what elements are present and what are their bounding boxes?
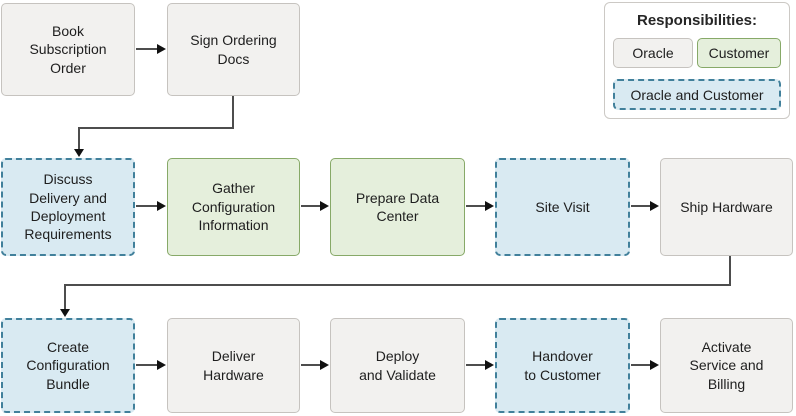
node-gather-configuration-information: Gather Configuration Information [167,158,300,256]
arrow-shaft [136,48,159,50]
legend-row: Oracle Customer [605,29,789,68]
arrow-shaft [631,205,652,207]
arrow-gather-to-prepare [301,201,329,211]
arrow-shaft [466,364,487,366]
connector-sign-to-discuss-horizontal [78,127,234,129]
node-prepare-data-center: Prepare Data Center [330,158,465,256]
connector-sign-to-discuss-drop [78,127,80,150]
connector-ship-to-create-drop [64,284,66,310]
arrow-deploy-to-handover [466,360,494,370]
node-sign-ordering-docs: Sign Ordering Docs [167,3,300,96]
legend-item-oracle-and-customer: Oracle and Customer [613,79,781,110]
node-deliver-hardware: Deliver Hardware [167,318,300,413]
arrow-right-icon [485,201,494,211]
arrow-right-icon [320,360,329,370]
connector-sign-to-discuss-vertical [232,96,234,129]
node-book-subscription-order: Book Subscription Order [1,3,135,96]
arrow-right-icon [650,360,659,370]
node-ship-hardware: Ship Hardware [660,158,793,256]
arrow-down-icon [60,309,70,317]
arrow-right-icon [157,360,166,370]
node-handover-to-customer: Handover to Customer [495,318,630,413]
arrow-prepare-to-site-visit [466,201,494,211]
legend-item-customer: Customer [697,38,781,68]
arrow-right-icon [485,360,494,370]
arrow-right-icon [650,201,659,211]
legend-responsibilities: Responsibilities: Oracle Customer Oracle… [604,2,790,119]
arrow-shaft [136,364,159,366]
arrow-create-to-deliver [136,360,166,370]
arrow-deliver-to-deploy [301,360,329,370]
arrow-book-to-sign [136,44,166,54]
arrow-shaft [136,205,159,207]
node-discuss-delivery-deployment-requirements: Discuss Delivery and Deployment Requirem… [1,158,135,256]
arrow-right-icon [157,44,166,54]
arrow-discuss-to-gather [136,201,166,211]
arrow-site-visit-to-ship [631,201,659,211]
node-deploy-and-validate: Deploy and Validate [330,318,465,413]
legend-title: Responsibilities: [636,12,758,29]
legend-item-oracle: Oracle [613,38,693,68]
connector-ship-to-create-horizontal [64,284,731,286]
arrow-right-icon [320,201,329,211]
node-activate-service-and-billing: Activate Service and Billing [660,318,793,413]
arrow-shaft [631,364,652,366]
node-create-configuration-bundle: Create Configuration Bundle [1,318,135,413]
arrow-shaft [301,205,322,207]
arrow-down-icon [74,149,84,157]
arrow-right-icon [157,201,166,211]
node-site-visit: Site Visit [495,158,630,256]
arrow-shaft [466,205,487,207]
arrow-handover-to-activate [631,360,659,370]
arrow-shaft [301,364,322,366]
connector-ship-to-create-vertical [729,256,731,286]
